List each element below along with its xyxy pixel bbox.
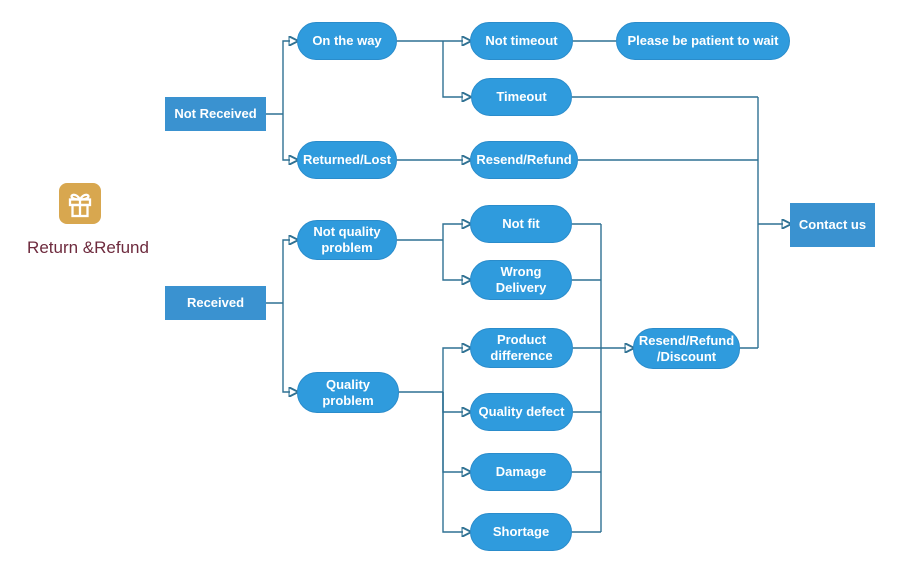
gift-icon-glyph [68,193,92,217]
node-timeout: Timeout [471,78,572,116]
edge-not-received-returned-lost [282,114,290,160]
node-contact-us: Contact us [790,203,875,247]
node-wrong-delivery: Wrong Delivery [470,260,572,300]
edge-qp-quality-defect [442,392,463,412]
node-shortage: Shortage [470,513,572,551]
edge-on-the-way-timeout [442,41,463,97]
node-resend-refund: Resend/Refund [470,141,578,179]
edge-qp-damage [442,392,463,472]
edge-received-quality-problem [282,303,290,392]
edge-received-not-quality-problem [282,240,290,303]
node-not-timeout: Not timeout [470,22,573,60]
node-not-received: Not Received [165,97,266,131]
edge-nqp-not-fit [442,224,463,240]
node-not-quality-problem: Not quality problem [297,220,397,260]
node-not-fit: Not fit [470,205,572,243]
node-product-difference: Product difference [470,328,573,368]
node-returned-lost: Returned/Lost [297,141,397,179]
edge-qp-shortage [442,392,463,532]
node-damage: Damage [470,453,572,491]
edge-not-received-on-the-way [282,41,290,114]
edge-nqp-wrong-delivery [442,240,463,280]
node-received: Received [165,286,266,320]
node-quality-defect: Quality defect [470,393,573,431]
edge-qp-product-difference [442,348,463,392]
node-quality-problem: Quality problem [297,372,399,413]
node-resend-refund-discount: Resend/Refund /Discount [633,328,740,369]
gift-icon [59,183,101,224]
brand-label: Return &Refund [27,238,149,257]
node-please-be-patient: Please be patient to wait [616,22,790,60]
node-on-the-way: On the way [297,22,397,60]
